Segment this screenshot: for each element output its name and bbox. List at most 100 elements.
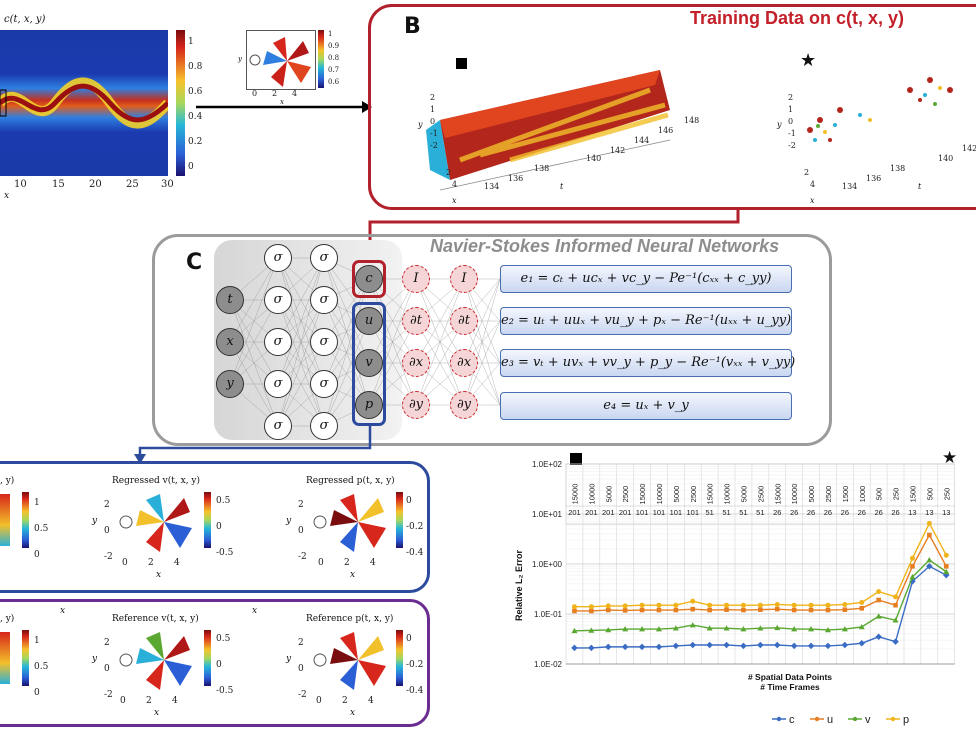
data-point-p (571, 604, 577, 610)
header-spatial-points: 5000 (807, 486, 816, 503)
header-time-frames: 101 (670, 508, 683, 517)
b-left-x-tick: 4 (452, 180, 458, 189)
network-edge (368, 278, 417, 406)
series-line-p (574, 521, 947, 608)
header-time-frames: 26 (874, 508, 882, 517)
b-left-t-tick: 134 (484, 182, 500, 191)
data-point-c (875, 633, 882, 641)
network-edge (463, 320, 501, 406)
series-line-u (574, 533, 947, 612)
reference-p-x-tick: 4 (368, 696, 374, 706)
b-right-t-tick: 140 (938, 154, 954, 163)
data-point-v (926, 557, 933, 563)
network-edge (463, 278, 501, 406)
uvp-output-highlight (352, 302, 386, 426)
header-spatial-points: 500 (925, 488, 934, 501)
data-point-v (723, 625, 730, 631)
inset-colorbar (318, 30, 324, 88)
data-point-c (858, 639, 866, 647)
arrow-a-to-b (196, 101, 372, 113)
output-node-v: v (355, 349, 383, 377)
network-edge (323, 320, 370, 427)
data-point-c (689, 641, 697, 649)
header-time-frames: 201 (602, 508, 615, 517)
operator-node-dy: ∂y (450, 391, 478, 419)
operator-node-identity: I (450, 265, 478, 293)
equation-e1: e₁ = cₜ + ucₓ + vc_y − Pe⁻¹(cₓₓ + c_yy) (500, 265, 792, 293)
regressed-p-colorbar (396, 492, 403, 548)
inset-x-tick: 0 (252, 89, 258, 98)
header-spatial-points: 2500 (689, 486, 698, 503)
data-point-u (876, 597, 881, 603)
data-point-u (893, 602, 898, 608)
data-point-p (926, 520, 932, 526)
header-time-frames: 13 (925, 508, 933, 517)
inset-x-tick: 4 (292, 89, 298, 98)
network-edge (229, 257, 279, 385)
network-edge (415, 278, 465, 364)
square-marker-icon (456, 58, 467, 69)
header-spatial-points: 10000 (790, 484, 799, 505)
data-point-u (943, 563, 949, 569)
panel-a-colorbar (176, 30, 185, 176)
b-left-t-tick: 140 (586, 154, 602, 163)
arrow-c-to-regressed (134, 426, 372, 464)
data-point-u (910, 563, 915, 569)
inset-x-label: x (280, 98, 284, 106)
data-point-u (656, 607, 662, 613)
header-time-frames: 201 (619, 508, 632, 517)
stray-x-label: x (60, 606, 66, 616)
reference-v-title: Reference v(t, x, y) (112, 614, 199, 624)
data-point-c (807, 642, 815, 650)
regressed-v-colorbar (204, 492, 211, 548)
legend-marker-v (852, 716, 858, 722)
reference-v-x-label: x (154, 708, 160, 718)
data-point-v (571, 627, 578, 634)
stray-x-label: x (252, 606, 258, 616)
hidden-node: σ (264, 412, 292, 440)
header-time-frames: 26 (790, 508, 798, 517)
header-time-frames: 101 (653, 508, 666, 517)
header-spatial-points: 5000 (604, 486, 613, 503)
data-point-p (588, 604, 594, 610)
data-point-v (774, 624, 781, 631)
equation-e4: e₄ = uₓ + v_y (500, 392, 792, 420)
data-point-c (672, 642, 680, 650)
b-right-t-tick: 134 (842, 182, 858, 191)
data-point-c (571, 644, 578, 652)
data-point-p (909, 555, 915, 561)
data-point-u (758, 607, 763, 612)
header-spatial-points: 2500 (756, 486, 765, 503)
data-point-c (723, 641, 730, 649)
y-tick-label: 1.0E+01 (532, 510, 563, 519)
reference-p-plot (310, 628, 394, 692)
b-left-t-tick: 142 (610, 146, 626, 155)
data-point-v (909, 573, 916, 580)
regressed-v-title: Regressed v(t, x, y) (112, 476, 201, 486)
data-point-p (808, 602, 814, 608)
data-point-p (707, 602, 713, 608)
hidden-node: σ (310, 370, 338, 398)
regressed-c-colorbar (22, 492, 29, 548)
panel-c-letter: C (186, 250, 203, 275)
data-point-v (875, 613, 882, 619)
x-tick: 25 (126, 179, 139, 190)
reference-panel-frame (0, 599, 430, 727)
regressed-panel-frame (0, 461, 430, 593)
data-point-v (791, 626, 798, 632)
data-point-c (824, 642, 832, 650)
data-point-c (757, 641, 764, 649)
data-point-p (859, 599, 865, 605)
data-point-v (706, 625, 713, 631)
b-right-t-tick: 136 (866, 174, 882, 183)
panel-b-frame (368, 4, 976, 210)
inset-plot (246, 30, 316, 90)
data-point-u (808, 607, 814, 613)
data-point-u (673, 607, 679, 613)
data-point-u (707, 607, 712, 613)
operator-node-dx: ∂x (402, 349, 430, 377)
header-time-frames: 26 (773, 508, 781, 517)
data-point-p (791, 602, 797, 608)
